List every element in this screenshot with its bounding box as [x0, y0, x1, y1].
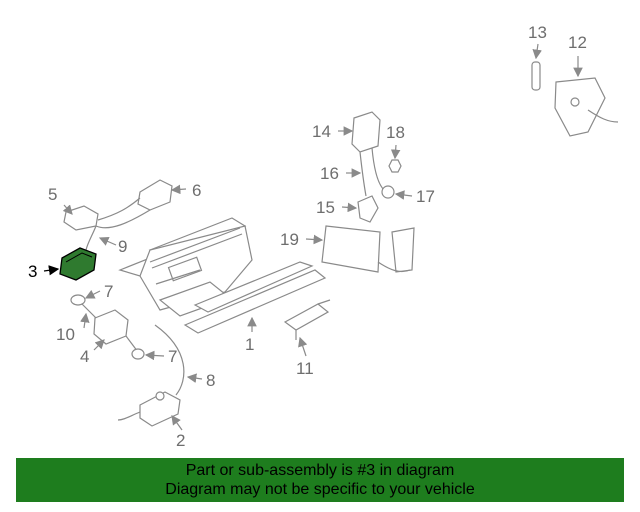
banner-line-2: Diagram may not be specific to your vehi… [165, 481, 475, 498]
callout-7b[interactable]: 7 [168, 347, 177, 366]
part-12-latch[interactable] [554, 77, 619, 137]
part-10-link[interactable] [70, 294, 86, 306]
part-3-highlighted[interactable] [59, 247, 97, 281]
callout-2[interactable]: 2 [176, 431, 185, 450]
part-17-gear[interactable] [381, 185, 395, 199]
callout-labels: 1 2 3 4 5 6 7 7 8 9 10 11 12 13 14 15 16… [28, 23, 587, 450]
callout-17[interactable]: 17 [416, 187, 435, 206]
part-15-gear[interactable] [357, 195, 379, 223]
callout-5[interactable]: 5 [48, 185, 57, 204]
part-19-pad[interactable] [321, 225, 415, 273]
part-9-cable[interactable] [85, 209, 151, 251]
part-6-switch[interactable] [97, 179, 173, 221]
callout-11[interactable]: 11 [296, 359, 314, 378]
callout-16[interactable]: 16 [320, 164, 339, 183]
part-16-cable[interactable] [359, 147, 385, 197]
part-13-pin[interactable] [531, 61, 541, 91]
callout-14[interactable]: 14 [312, 122, 331, 141]
part-11-bracket[interactable] [283, 299, 331, 340]
callout-4[interactable]: 4 [80, 347, 89, 366]
part-2-motor[interactable] [117, 391, 181, 427]
part-18-nut[interactable] [388, 159, 402, 173]
part-1-seat-track[interactable] [118, 217, 327, 334]
callout-12[interactable]: 12 [568, 33, 587, 52]
callout-7a[interactable]: 7 [104, 282, 113, 301]
callout-13[interactable]: 13 [528, 23, 547, 42]
banner-line-1: Part or sub-assembly is #3 in diagram [185, 462, 455, 479]
callout-8[interactable]: 8 [206, 371, 215, 390]
callout-6[interactable]: 6 [192, 181, 201, 200]
callout-1[interactable]: 1 [245, 335, 254, 354]
part-8-cable[interactable] [154, 324, 185, 396]
callout-10[interactable]: 10 [56, 325, 75, 344]
part-14-motor[interactable] [351, 111, 381, 153]
callout-19[interactable]: 19 [280, 230, 299, 249]
info-banner: Part or sub-assembly is #3 in diagram Di… [16, 458, 624, 502]
part-5-switch[interactable] [63, 205, 99, 231]
leader-lines [43, 43, 583, 431]
callout-15[interactable]: 15 [316, 198, 335, 217]
callout-3[interactable]: 3 [28, 262, 37, 281]
callout-9[interactable]: 9 [118, 237, 127, 256]
callout-18[interactable]: 18 [386, 123, 405, 142]
